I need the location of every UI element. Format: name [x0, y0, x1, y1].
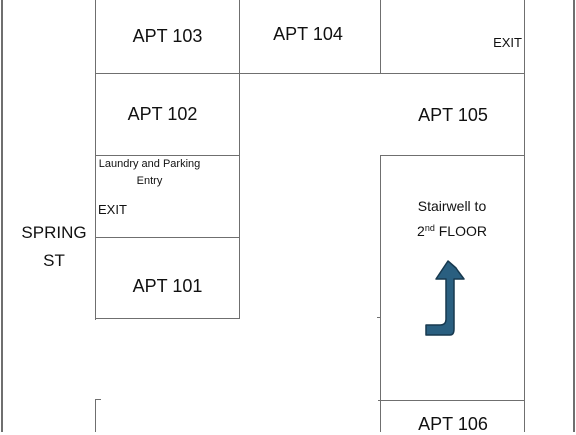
apt-102-label: APT 102 [127, 104, 198, 124]
wall-corridor-left [95, 0, 96, 320]
wall-apt102-bottom [95, 155, 240, 156]
wall-stub-left-bottom [95, 399, 101, 400]
stairwell-floor-word: FLOOR [434, 223, 487, 239]
wall-right-column-left [380, 155, 381, 432]
stairwell-arrow-icon [425, 260, 465, 336]
wall-apt104-right [380, 0, 381, 74]
exit-label-top-right: EXIT [493, 35, 522, 50]
laundry-label-line1: Laundry and Parking [98, 158, 201, 170]
wall-outer-right [573, 0, 575, 432]
wall-corridor-left-stub [95, 399, 96, 432]
wall-outer-left [1, 0, 3, 432]
wall-apt105-bottom [380, 155, 525, 156]
laundry-parking-entry-label: Laundry and Parking Entry [96, 156, 203, 190]
stairwell-floor-number: 2 [417, 223, 425, 239]
apt-106-label: APT 106 [418, 414, 488, 434]
stairwell-label-line2: 2nd FLOOR [384, 219, 520, 244]
wall-right-column-right [524, 0, 525, 432]
wall-apt106-top [378, 400, 525, 401]
apt-105-label: APT 105 [418, 105, 488, 125]
wall-laundry-bottom [95, 237, 240, 238]
apt-101-label: APT 101 [132, 276, 203, 296]
stairwell-label-line1: Stairwell to [417, 198, 487, 214]
wall-stub-right-mid [377, 317, 381, 318]
wall-row1-divider [95, 73, 525, 74]
apt-103-label: APT 103 [132, 26, 203, 46]
apt-104-label: APT 104 [273, 24, 343, 44]
stairwell-floor-suffix: nd [424, 223, 435, 233]
street-label-line2: ST [43, 251, 65, 270]
laundry-label-line2: Entry [136, 175, 163, 187]
wall-apt101-bottom [95, 318, 240, 319]
exit-label-left: EXIT [98, 202, 127, 217]
street-label: SPRING ST [10, 219, 98, 275]
wall-apt-column-right [239, 0, 240, 319]
stairwell-label: Stairwell to 2nd FLOOR [384, 194, 520, 244]
street-label-line1: SPRING [21, 223, 87, 242]
